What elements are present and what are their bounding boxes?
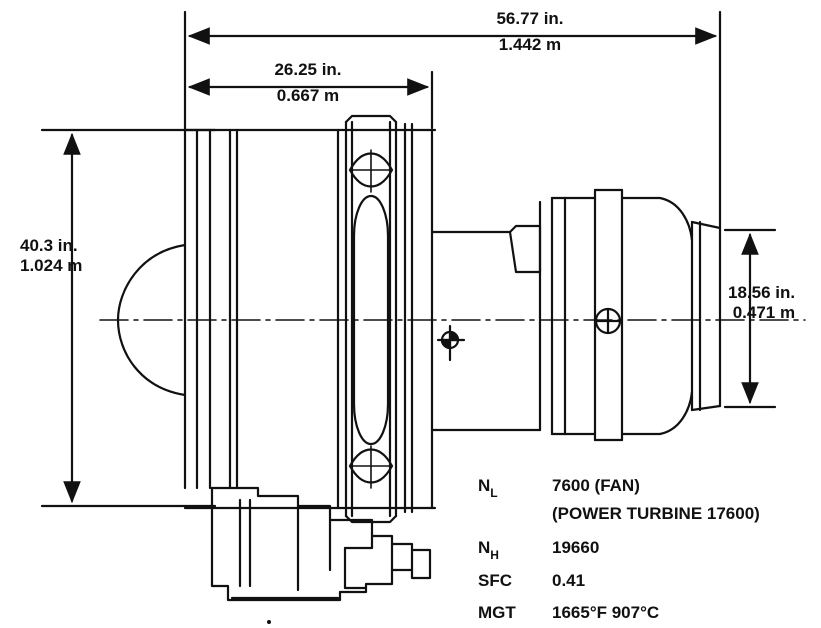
fan-length-m: 0.667 m — [276, 86, 340, 105]
spec-value: 1665°F 907°C — [552, 603, 660, 622]
center-of-gravity-symbol — [436, 324, 466, 362]
spec-key: NH — [478, 538, 499, 562]
spec-value-secondary: (POWER TURBINE 17600) — [552, 504, 760, 523]
accessory-gearbox — [210, 486, 432, 602]
fan-diameter-label: 40.3 in. 1.024 m — [10, 236, 82, 276]
spec-key: MGT — [478, 603, 516, 622]
exhaust-diameter-m: 0.471 m — [732, 303, 796, 322]
overall-length-m: 1.442 m — [498, 35, 562, 54]
overall-length-label: 56.77 in. 1.442 m — [470, 9, 590, 55]
fan-length-in: 26.25 in. — [274, 60, 342, 79]
spec-value: 7600 (FAN) — [552, 476, 640, 495]
nose-cone — [116, 243, 187, 397]
exhaust-diameter-in: 18.56 in. — [728, 283, 796, 302]
exhaust-diameter-label: 18.56 in. 0.471 m — [728, 283, 795, 323]
fan-diameter-in: 40.3 in. — [20, 236, 78, 255]
spec-value: 0.41 — [552, 571, 586, 590]
core-casing — [430, 224, 542, 432]
stray-dot — [267, 620, 271, 624]
fan-diameter-m: 1.024 m — [20, 256, 83, 275]
spec-value: 19660 — [552, 538, 600, 557]
fan-blade-outline — [352, 194, 390, 446]
overall-length-in: 56.77 in. — [496, 9, 564, 28]
turbine-mount-symbol — [594, 307, 622, 335]
fan-casing — [183, 114, 437, 524]
spec-key: NL — [478, 476, 498, 500]
power-turbine-casing — [538, 188, 722, 442]
fan-length-label: 26.25 in. 0.667 m — [248, 60, 368, 106]
spec-key: SFC — [478, 571, 512, 590]
